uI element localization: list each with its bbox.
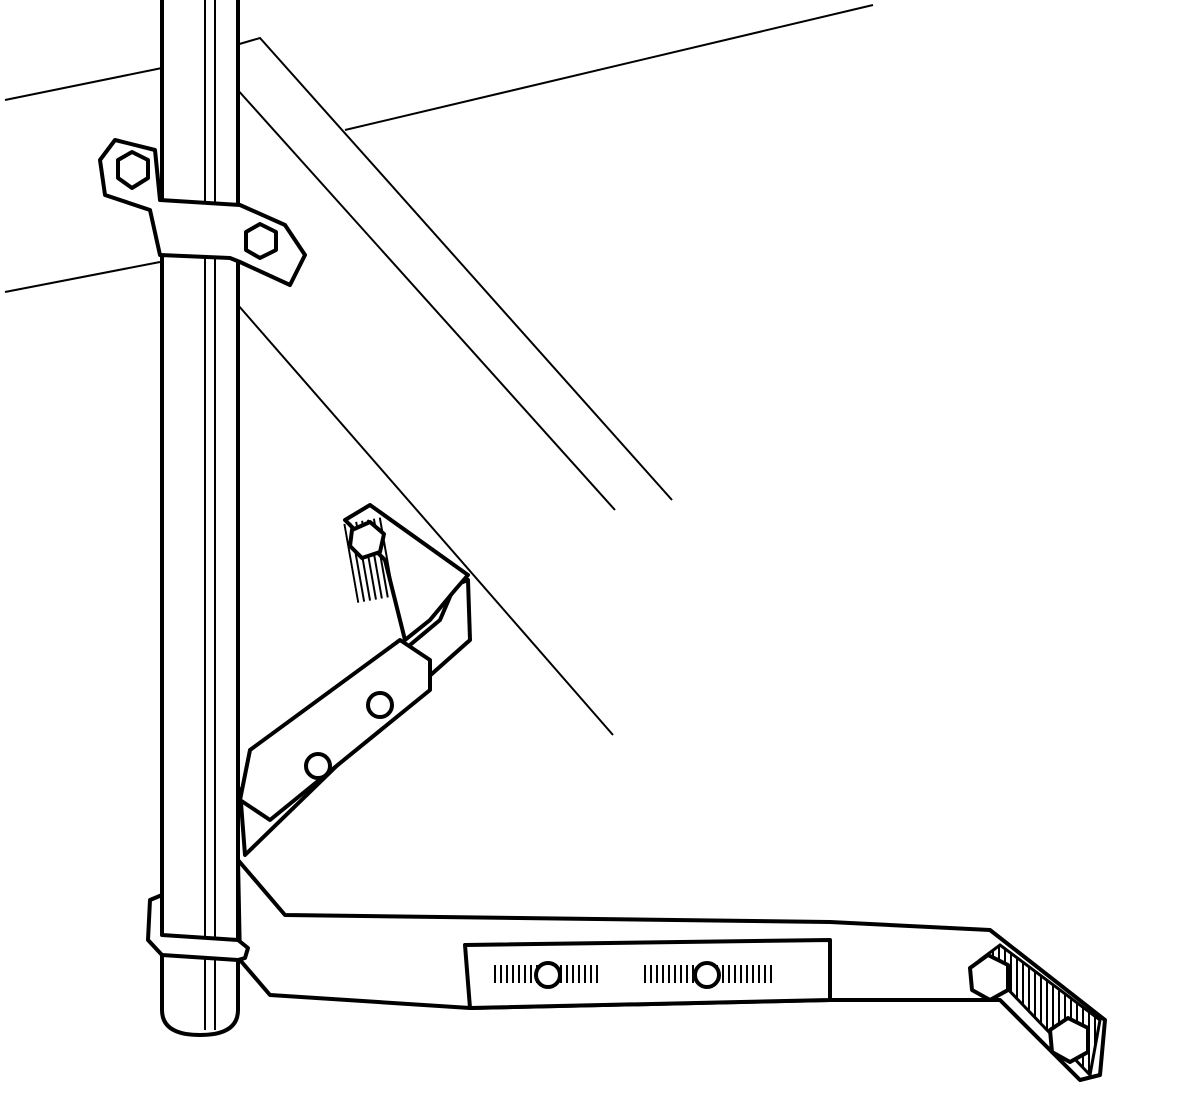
- pole: [160, 0, 240, 1037]
- wall-plane-lines: [4, 4, 874, 736]
- diagonal-brace: [238, 503, 472, 857]
- upper-pipe-clamp: [98, 138, 307, 287]
- horizontal-arm: [236, 858, 1107, 1082]
- lower-pipe-clamp: [146, 893, 250, 962]
